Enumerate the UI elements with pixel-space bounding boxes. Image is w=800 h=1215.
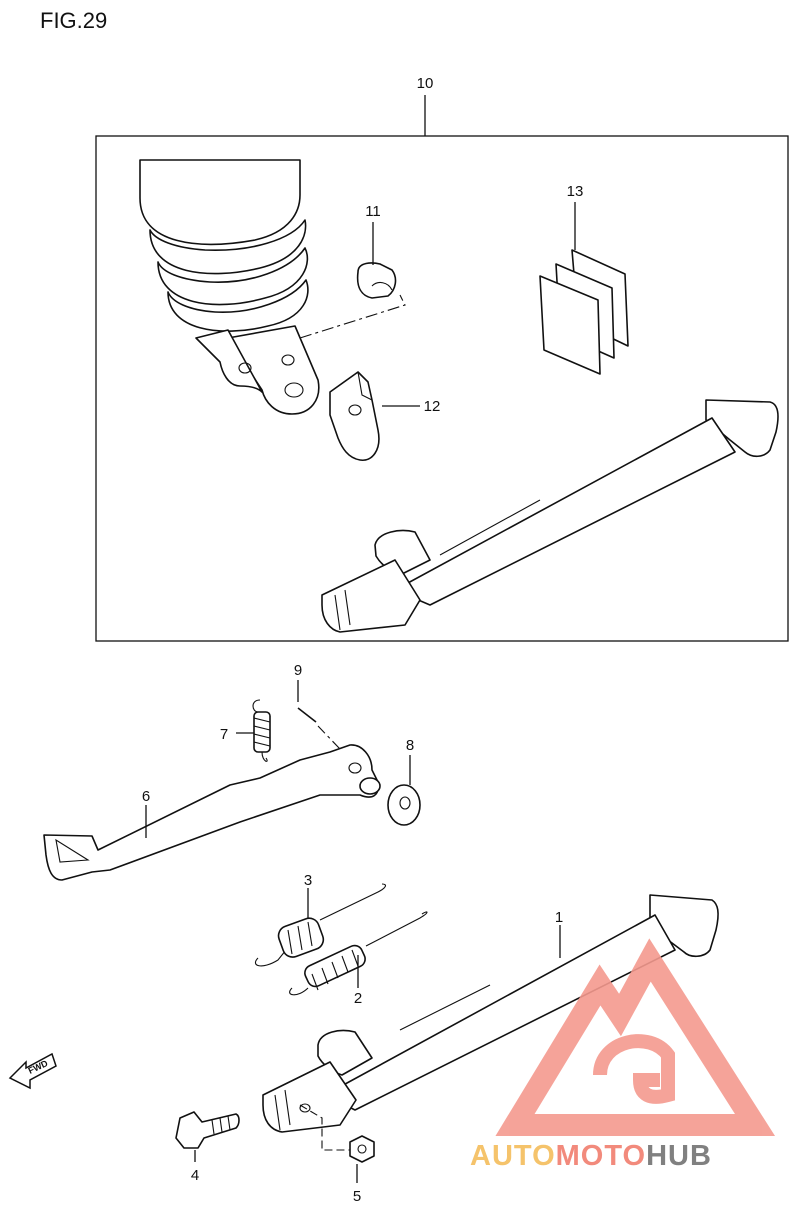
part-number-6: 6 — [142, 788, 150, 805]
nut-5 — [349, 1135, 375, 1163]
part-number-8: 8 — [406, 737, 414, 754]
nut-11 — [356, 262, 397, 299]
assembly-box — [95, 135, 789, 642]
part-number-12: 12 — [424, 398, 441, 415]
sidestand-box — [321, 399, 779, 633]
bracket-12 — [329, 371, 380, 461]
bolt-4 — [175, 1111, 240, 1149]
part-number-9: 9 — [294, 662, 302, 679]
part-number-2: 2 — [354, 990, 362, 1007]
center-line — [299, 294, 406, 339]
part-number-7: 7 — [220, 726, 228, 743]
part-number-3: 3 — [304, 872, 312, 889]
watermark-logo — [495, 938, 776, 1136]
figure-title: FIG.29 — [40, 8, 108, 33]
watermark-text: AUTOMOTOHUB — [470, 1140, 712, 1172]
part-number-11: 11 — [365, 203, 381, 220]
sidestand-1 — [262, 894, 719, 1133]
part-number-10: 10 — [417, 75, 434, 92]
spring-2 — [289, 911, 428, 996]
pin-9 — [297, 707, 317, 723]
washer-8 — [387, 784, 421, 826]
part-number-1: 1 — [555, 909, 563, 926]
part-number-5: 5 — [353, 1188, 361, 1205]
part-number-13: 13 — [567, 183, 584, 200]
spring-drawing — [139, 159, 320, 415]
pads-13 — [539, 249, 629, 375]
part-number-4: 4 — [191, 1167, 199, 1184]
spring-3 — [254, 883, 387, 967]
fwd-arrow-icon: FWD — [8, 1052, 57, 1090]
stand-arm-6 — [43, 744, 381, 881]
spring-7 — [252, 699, 271, 762]
